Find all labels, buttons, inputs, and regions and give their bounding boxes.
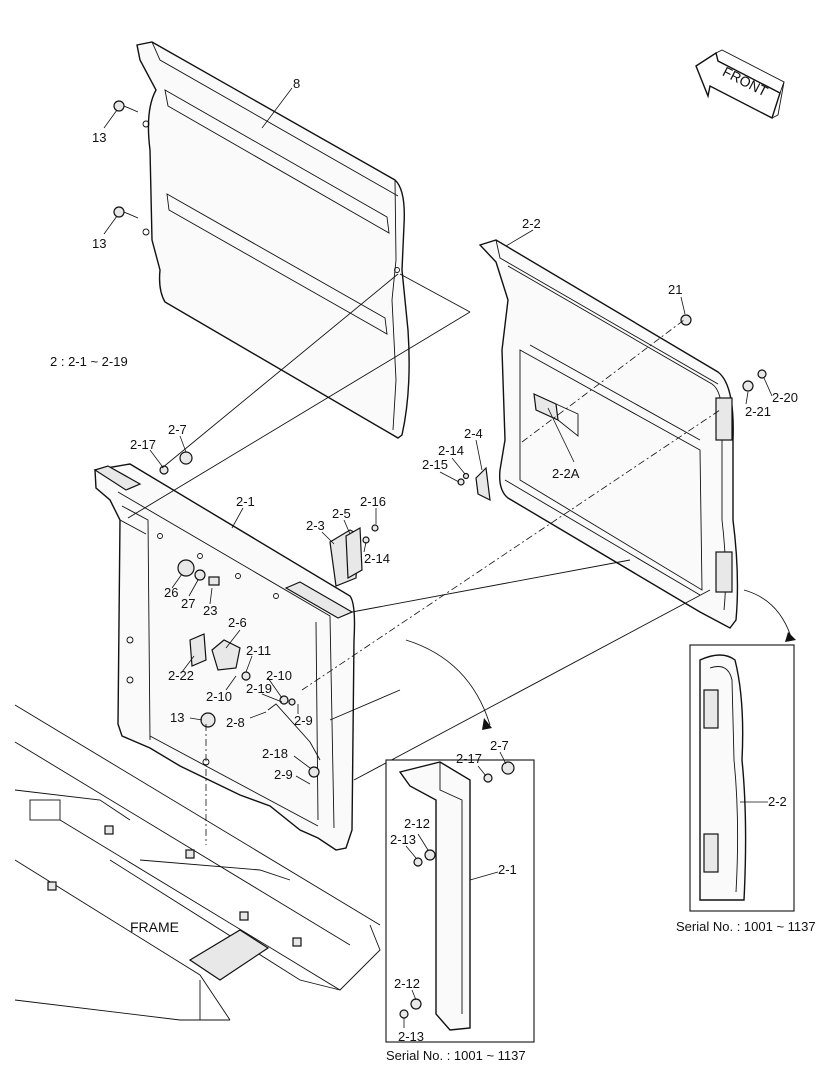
callout-2-18: 2-18	[262, 746, 288, 761]
frame-label: FRAME	[130, 919, 179, 935]
serial-bottom: Serial No. : 1001 ~ 1137	[386, 1048, 526, 1063]
callout-2-8: 2-8	[226, 715, 245, 730]
callout-2-21: 2-21	[745, 404, 771, 419]
callout-2-12-a: 2-12	[404, 816, 430, 831]
callout-2-17-a: 2-17	[130, 437, 156, 452]
callout-2-2: 2-2	[522, 216, 541, 231]
callout-26: 26	[164, 585, 178, 600]
callout-2-11: 2-11	[246, 643, 271, 658]
callout-2-4: 2-4	[464, 426, 483, 441]
callout-2-5: 2-5	[332, 506, 351, 521]
callout-2-20: 2-20	[772, 390, 798, 405]
callout-2-17-b: 2-17	[456, 751, 482, 766]
callout-2-10-b: 2-10	[206, 689, 232, 704]
callout-2-9-b: 2-9	[274, 767, 293, 782]
screw-13-upper	[113, 100, 139, 219]
callout-2-3: 2-3	[306, 518, 325, 533]
callout-2-13-b: 2-13	[398, 1029, 424, 1044]
callout-2-7-a: 2-7	[168, 422, 187, 437]
callout-2-16: 2-16	[360, 494, 386, 509]
hardware-parts	[159, 314, 767, 778]
cover-panel-8	[136, 41, 410, 439]
machine-frame: FRAME	[14, 704, 381, 1021]
callout-2-14-a: 2-14	[438, 443, 464, 458]
callout-2-14-b: 2-14	[364, 551, 390, 566]
callout-2-1-b: 2-1	[498, 862, 517, 877]
callout-2-9-a: 2-9	[294, 713, 313, 728]
callout-13-c: 13	[170, 710, 184, 725]
callout-13-b: 13	[92, 236, 106, 251]
alignment-lines	[127, 273, 721, 845]
inset-frame-detail: Serial No. : 1001 ~ 1137	[385, 639, 535, 1063]
front-arrow-icon: FRONT	[695, 49, 785, 120]
callout-2-2-b: 2-2	[768, 794, 787, 809]
group-note: 2 : 2-1 ~ 2-19	[50, 354, 128, 369]
callout-2-22: 2-22	[168, 668, 194, 683]
callout-2-15: 2-15	[422, 457, 448, 472]
callout-2-2A: 2-2A	[552, 466, 580, 481]
inset-door-detail: Serial No. : 1001 ~ 1137	[676, 589, 816, 934]
callout-2-10-a: 2-10	[266, 668, 292, 683]
callout-2-12-b: 2-12	[394, 976, 420, 991]
door-panel-2-2	[478, 239, 739, 629]
callout-27: 27	[181, 596, 195, 611]
callout-2-1-a: 2-1	[236, 494, 255, 509]
callout-23: 23	[203, 603, 217, 618]
callout-2-19: 2-19	[246, 681, 272, 696]
callout-8: 8	[293, 76, 300, 91]
callout-2-6: 2-6	[228, 615, 247, 630]
callouts: 8 13 13 2-2 21 2-20 2-21 2-2A 2-4 2-14 2…	[92, 76, 798, 1044]
callout-2-13-a: 2-13	[390, 832, 416, 847]
serial-right: Serial No. : 1001 ~ 1137	[676, 919, 816, 934]
callout-21: 21	[668, 282, 682, 297]
callout-2-7-b: 2-7	[490, 738, 509, 753]
callout-13-a: 13	[92, 130, 106, 145]
